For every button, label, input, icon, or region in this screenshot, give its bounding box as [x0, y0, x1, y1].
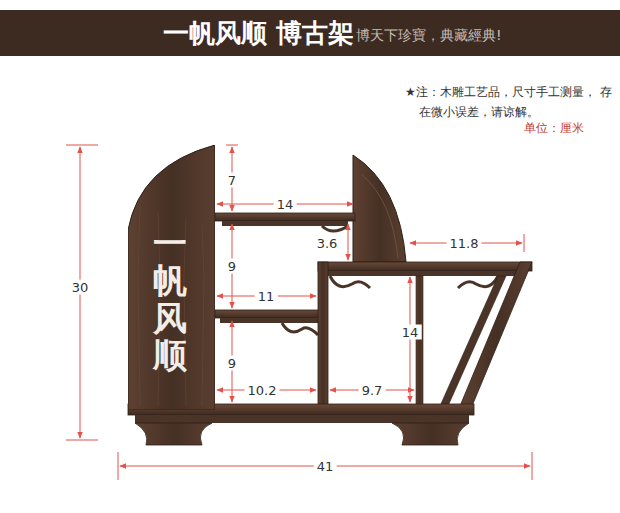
dimension-lines [410, 277, 411, 402]
base-plinth [392, 423, 469, 445]
base-plinth [128, 404, 474, 445]
dimension-value: 41 [314, 459, 337, 474]
dimension-lines [524, 234, 525, 252]
right-shelf-frame [328, 271, 518, 276]
dimension-value: 9 [225, 259, 239, 274]
unit-note: 单位：厘米 [524, 120, 584, 136]
right-shelf-frame [416, 276, 423, 406]
right-sail-panel [362, 175, 398, 258]
title-banner [0, 10, 620, 56]
carved-panel: 一帆风顺 [128, 145, 215, 410]
dimension-value: 14 [399, 325, 422, 340]
banner-title: 一帆风顺 博古架 [163, 18, 354, 48]
panel-outline [128, 145, 215, 410]
dimension-value: 11 [255, 289, 278, 304]
right-sail-panel [353, 155, 406, 262]
base-plinth [135, 423, 212, 445]
dimension-value: 30 [69, 280, 92, 295]
dimension-value: 9 [225, 356, 239, 371]
carved-text: 一帆风顺 [153, 225, 187, 375]
dimension-lines [118, 452, 119, 480]
dimension-lines [226, 145, 238, 146]
note-text: ★注：木雕工艺品，尺寸手工测量， 存在微小误差，请谅解。 [405, 82, 619, 122]
dimension-value: 11.8 [447, 236, 482, 251]
wood-grain [202, 223, 204, 406]
middle-shelf [220, 318, 320, 323]
upper-shelf [322, 226, 348, 231]
right-shelf-frame [318, 262, 532, 406]
middle-shelf [215, 310, 321, 318]
right-sail-panel [353, 155, 406, 262]
upper-shelf [222, 221, 348, 226]
middle-shelf [215, 310, 321, 335]
base-plinth [135, 415, 469, 423]
dimension-value: 14 [274, 197, 297, 212]
dimension-value: 9.7 [359, 383, 386, 398]
right-shelf-frame [330, 276, 370, 288]
dimension-lines [66, 145, 532, 480]
dimension-lines [66, 440, 98, 441]
upper-shelf [215, 213, 355, 221]
right-shelf-frame [458, 276, 498, 288]
banner-slogan: 博天下珍寶，典藏經典! [356, 26, 502, 44]
middle-shelf [282, 323, 318, 335]
upper-shelf [215, 213, 355, 231]
dimension-value: 3.6 [314, 236, 341, 251]
dimension-value: 10.2 [245, 383, 280, 398]
right-shelf-frame [318, 262, 532, 271]
dimension-lines [532, 452, 533, 480]
wood-grain [138, 205, 140, 406]
dimension-lines [66, 145, 98, 146]
wood-grain [138, 205, 204, 406]
right-shelf-frame [318, 262, 328, 406]
dimension-lines [348, 224, 349, 260]
title-banner [0, 10, 620, 56]
right-shelf-frame [440, 276, 506, 406]
dimension-value: 7 [225, 173, 239, 188]
